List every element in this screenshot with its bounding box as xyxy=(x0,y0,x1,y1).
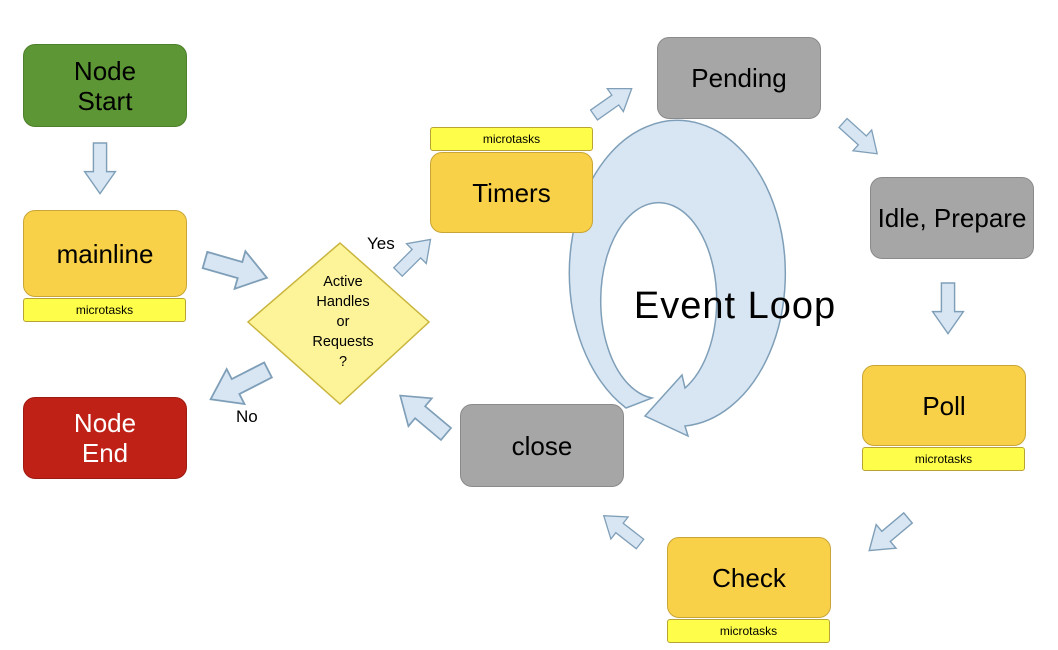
decision-label: Active Handles or Requests ? xyxy=(312,274,374,370)
arrow-close-to-decision xyxy=(387,380,459,449)
timers-microtasks: microtasks xyxy=(430,127,593,151)
edge-label-yes: Yes xyxy=(367,234,395,253)
decision-diamond xyxy=(246,242,431,406)
check-microtasks: microtasks xyxy=(667,619,830,643)
mainline-microtasks: microtasks xyxy=(23,298,186,322)
arrow-pending-to-idle xyxy=(832,111,888,165)
node-end: Node End xyxy=(23,397,187,479)
arrow-timers-to-pending xyxy=(585,76,641,128)
node-start: Node Start xyxy=(23,44,187,127)
node-close: close xyxy=(460,404,624,487)
arrow-poll-to-check xyxy=(858,505,919,564)
event-loop-label: Event Loop xyxy=(633,285,837,327)
arrow-start-to-mainline xyxy=(83,142,117,195)
event-loop-ring xyxy=(568,119,787,438)
node-pending: Pending xyxy=(657,37,821,119)
poll-microtasks: microtasks xyxy=(862,447,1025,471)
node-poll: Poll xyxy=(862,365,1026,446)
edge-label-no: No xyxy=(236,407,258,426)
arrow-check-to-close xyxy=(594,503,650,556)
node-mainline: mainline xyxy=(23,210,187,297)
node-timers: Timers xyxy=(430,152,593,233)
arrow-mainline-to-decision xyxy=(198,240,274,298)
arrow-idle-to-poll xyxy=(931,282,965,335)
node-idle-prepare: Idle, Prepare xyxy=(870,177,1034,259)
node-check: Check xyxy=(667,537,831,618)
